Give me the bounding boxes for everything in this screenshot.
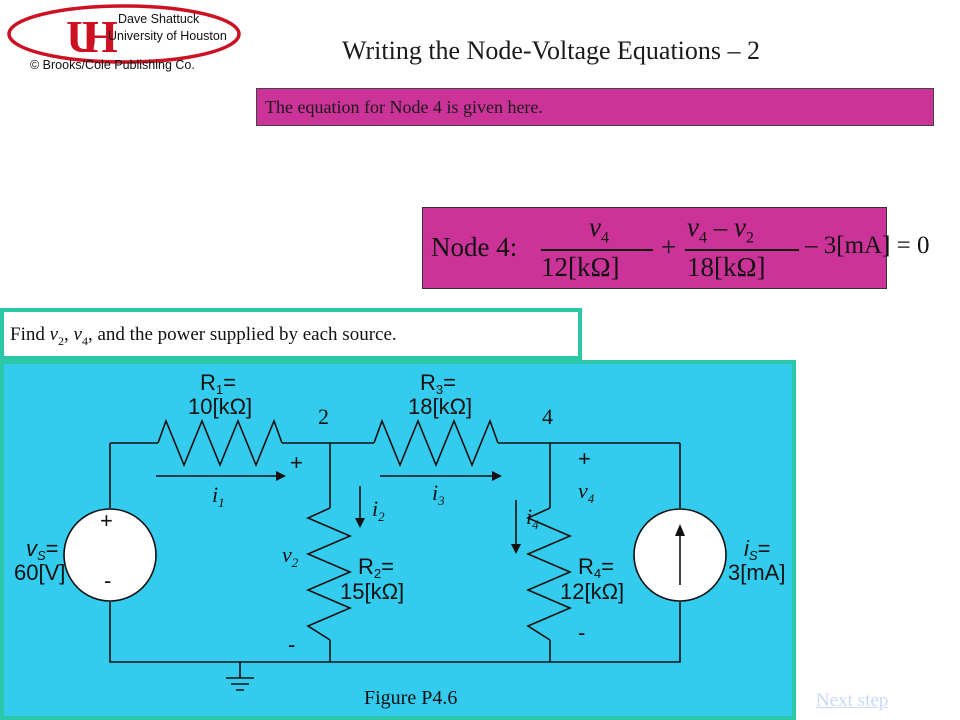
v2-minus: - xyxy=(288,632,295,657)
r4-value: 12[kΩ] xyxy=(560,579,624,604)
arrowhead-is xyxy=(675,524,685,536)
find-sep: , xyxy=(64,324,74,345)
slide-title: Writing the Node-Voltage Equations – 2 xyxy=(342,36,761,65)
resistor-r4 xyxy=(525,507,573,641)
v4-plus: + xyxy=(578,446,591,471)
svg-text:H: H xyxy=(82,11,118,62)
v4-minus: - xyxy=(578,620,585,645)
arrowhead-i4 xyxy=(511,544,521,554)
eq-rest: – 3[mA] = 0 xyxy=(805,232,930,259)
eq-plus: + xyxy=(661,232,677,262)
r2-label: R2= xyxy=(358,554,394,581)
v4-label: v4 xyxy=(578,478,595,506)
vs-label: vS= xyxy=(26,536,59,563)
logo-author: Dave Shattuck xyxy=(118,12,200,26)
university-logo: U H Dave Shattuck University of Houston … xyxy=(6,2,242,74)
voltage-source xyxy=(63,508,157,602)
eq-num1: v4 xyxy=(589,212,609,247)
resistor-r3 xyxy=(373,418,499,468)
vs-minus: - xyxy=(104,568,111,593)
vs-plus: + xyxy=(100,508,113,533)
svg-text:U: U xyxy=(66,11,99,62)
i2-label: i2 xyxy=(372,496,385,524)
resistor-r2 xyxy=(305,507,353,641)
next-step-link[interactable]: Next step xyxy=(816,690,889,711)
figure-caption: Figure P4.6 xyxy=(364,687,457,709)
find-text-1: Find xyxy=(10,324,50,345)
r3-label: R3= xyxy=(420,370,456,397)
node-2-label: 2 xyxy=(318,404,329,429)
eq-num2: v4 – v2 xyxy=(687,212,754,247)
i4-label: i4 xyxy=(526,504,539,532)
vs-value: 60[V] xyxy=(14,560,65,585)
ground-symbol xyxy=(226,662,254,691)
eq-node-label: Node 4: xyxy=(431,232,518,262)
find-sub-2: 2 xyxy=(58,333,65,348)
r1-label: R1= xyxy=(200,370,236,397)
arrowhead-i2 xyxy=(355,518,365,528)
note-box: The equation for Node 4 is given here. xyxy=(256,88,934,126)
v2-label: v2 xyxy=(282,542,299,570)
logo-graphic: U H xyxy=(7,4,241,64)
find-v4: v xyxy=(73,324,82,345)
find-v2: v xyxy=(49,324,59,345)
problem-statement: Find v2, v4, and the power supplied by e… xyxy=(0,308,582,360)
r2-value: 15[kΩ] xyxy=(340,579,404,604)
arrowhead-i1 xyxy=(276,471,286,481)
resistor-r1 xyxy=(157,418,283,468)
r1-value: 10[kΩ] xyxy=(188,394,252,419)
node-4-label: 4 xyxy=(542,404,553,429)
is-label: iS= xyxy=(744,536,770,563)
r4-label: R4= xyxy=(578,554,614,581)
arrowhead-i3 xyxy=(492,471,502,481)
wire-left xyxy=(109,443,681,663)
find-text-2: , and the power supplied by each source. xyxy=(87,324,397,345)
eq-frac-line-2 xyxy=(685,249,799,251)
logo-university: University of Houston xyxy=(108,29,227,43)
eq-den2: 18[kΩ] xyxy=(687,252,766,282)
eq-den1: 12[kΩ] xyxy=(541,252,620,282)
circuit-diagram: R1= 10[kΩ] R3= 18[kΩ] R2= 15[kΩ] R4= 12[… xyxy=(0,360,796,720)
is-value: 3[mA] xyxy=(728,560,785,585)
logo-copyright: © Brooks/Cole Publishing Co. xyxy=(30,58,195,72)
i1-label: i1 xyxy=(212,482,225,510)
find-sub-4: 4 xyxy=(81,333,88,348)
equation-box: Node 4: v4 12[kΩ] + v4 – v2 18[kΩ] – 3[m… xyxy=(422,207,930,289)
i3-label: i3 xyxy=(432,480,445,508)
eq-frac-line-1 xyxy=(541,249,653,251)
r3-value: 18[kΩ] xyxy=(408,394,472,419)
v2-plus: + xyxy=(290,450,303,475)
circuit-svg: R1= 10[kΩ] R3= 18[kΩ] R2= 15[kΩ] R4= 12[… xyxy=(14,370,785,709)
